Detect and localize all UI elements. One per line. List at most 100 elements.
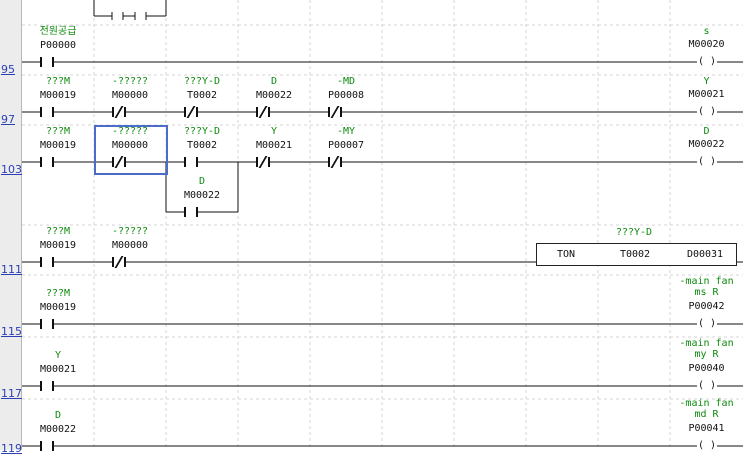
contact-bar-right [52,441,54,451]
rung-number-103[interactable]: 103 [1,163,22,176]
contact-bar-left [256,157,258,167]
contact-comment: ???M [45,126,71,137]
coil-comment-line1: -main fan [679,338,734,349]
coil-device: P00042 [688,301,725,312]
contact-bar-left [40,257,42,267]
nc-contact-icon [328,156,342,168]
contact-comment: ???M [45,226,71,237]
rung-number-97[interactable]: 97 [1,113,15,126]
coil-comment: D [703,126,710,137]
contact-bar-left [112,157,114,167]
no-contact-icon [40,57,54,67]
contact-bar-right [268,107,270,117]
coil-comment-line2: md R [694,409,719,420]
contact-device: M00021 [39,364,77,375]
contact-bar-right [52,157,54,167]
contact-bar-right [52,381,54,391]
contact-bar-right [124,107,126,117]
contact-bar-right [340,107,342,117]
coil-comment-line1: -main fan [679,398,734,409]
coil-icon: ( ) [697,380,718,391]
no-contact-icon [40,107,54,117]
contact-bar-right [196,207,198,217]
contact-bar-left [40,319,42,329]
contact-bar-left [40,157,42,167]
rung-number-117[interactable]: 117 [1,387,22,400]
timer-instruction: TON [556,249,576,260]
contact-comment: -????? [111,76,149,87]
coil-device: P00040 [688,363,725,374]
contact-device: M00000 [111,240,149,251]
selection-cursor [94,125,168,175]
coil-icon: ( ) [697,106,718,117]
contact-device: P00007 [327,140,365,151]
coil-comment-line2: my R [694,349,719,360]
contact-bar-left [184,107,186,117]
no-contact-icon [40,257,54,267]
contact-comment: -MD [336,76,356,87]
contact-device: M00019 [39,240,77,251]
contact-comment: ???Y-D [183,126,221,137]
contact-device: P00000 [39,40,77,51]
contact-device: M00021 [255,140,293,151]
coil-device: M00020 [688,39,725,50]
nc-contact-icon [112,256,126,268]
contact-device: M00022 [255,90,293,101]
contact-bar-left [40,57,42,67]
nc-contact-icon [256,156,270,168]
no-contact-icon [40,319,54,329]
contact-comment: Y [270,126,278,137]
contact-device: M00019 [39,302,77,313]
coil-comment: Y [703,76,710,87]
contact-bar-left [40,441,42,451]
nc-contact-icon [112,156,126,168]
contact-bar-left [328,107,330,117]
no-contact-icon [40,381,54,391]
contact-bar-left [184,157,186,167]
grid-lines [22,0,743,450]
contact-device: P00008 [327,90,365,101]
coil-icon: ( ) [697,156,718,167]
contact-device: M00000 [111,140,149,151]
coil-icon: ( ) [697,56,718,67]
coil-comment-line1: -main fan [679,276,734,287]
contact-slash [114,256,124,268]
contact-bar-right [340,157,342,167]
nc-contact-icon [184,106,198,118]
nc-contact-icon [328,106,342,118]
contact-slash [186,106,196,118]
contact-bar-left [112,257,114,267]
contact-comment: ???Y-D [183,76,221,87]
contact-slash [330,156,340,168]
contact-comment: Y [54,350,62,361]
coil-device: M00022 [688,139,725,150]
rung-number-115[interactable]: 115 [1,325,22,338]
contact-device: M00019 [39,90,77,101]
contact-bar-right [52,57,54,67]
contact-bar-right [52,107,54,117]
timer-function-block[interactable]: TON T0002 D00031 [536,243,737,266]
contact-bar-right [268,157,270,167]
coil-device: M00021 [688,89,725,100]
contact-device: M00019 [39,140,77,151]
contact-comment: D [198,176,206,187]
contact-slash [114,106,124,118]
contact-comment: ???M [45,288,71,299]
rung-number-95[interactable]: 95 [1,63,15,76]
contact-device: M00000 [111,90,149,101]
rung-number-gutter [0,0,22,450]
nc-contact-icon [112,106,126,118]
rung-number-111[interactable]: 111 [1,263,22,276]
nc-contact-icon [256,106,270,118]
contact-device: T0002 [186,90,218,101]
contact-bar-left [112,107,114,117]
timer-device: T0002 [619,249,651,260]
contact-bar-right [52,319,54,329]
contact-slash [258,156,268,168]
contact-comment: 전원공급 [39,26,77,37]
contact-device: T0002 [186,140,218,151]
contact-comment: D [270,76,278,87]
contact-bar-left [328,157,330,167]
contact-bar-right [124,257,126,267]
